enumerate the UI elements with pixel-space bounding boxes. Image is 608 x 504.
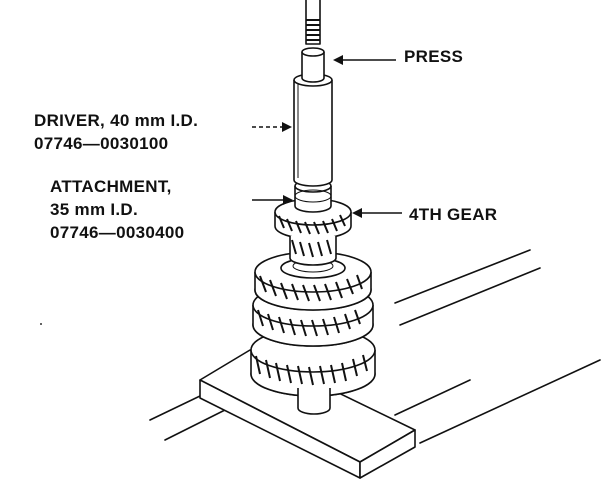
press-arrowhead (333, 55, 343, 65)
gear-label: 4TH GEAR (409, 205, 498, 224)
attachment-label-size: 35 mm I.D. (50, 200, 139, 219)
driver-arrowhead (282, 122, 292, 132)
driver (293, 47, 333, 187)
attachment-label-part-number: 07746—0030400 (50, 223, 185, 242)
leader-lines (252, 55, 402, 218)
speck (40, 323, 42, 325)
gear-cluster (250, 251, 376, 415)
support-rails (149, 249, 601, 444)
gear-arrowhead (352, 208, 362, 218)
driver-label-part-number: 07746—0030100 (34, 134, 169, 153)
attachment-label-name: ATTACHMENT, (50, 177, 172, 196)
attachment-arrowhead (283, 195, 293, 205)
press-label: PRESS (404, 47, 464, 66)
driver-label-name: DRIVER, 40 mm I.D. (34, 111, 199, 130)
press-ram (305, 0, 321, 45)
